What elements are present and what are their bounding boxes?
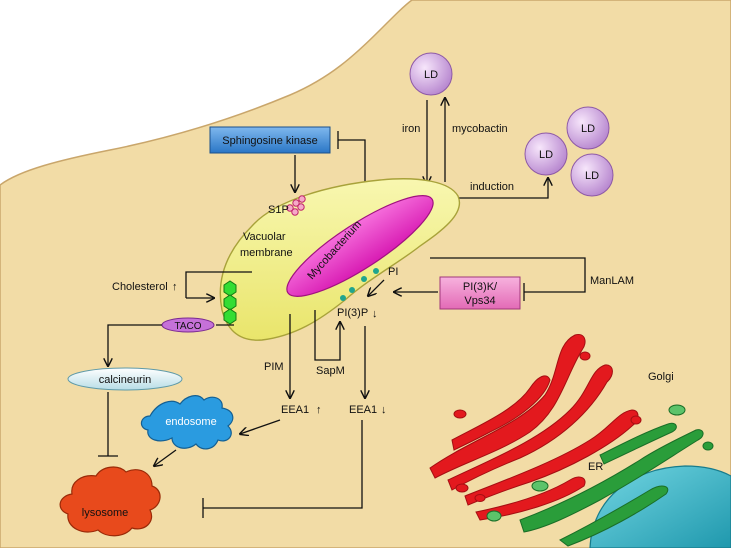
taco-label: TACO [174,321,201,332]
lipid-droplet-1: LD [566,106,610,150]
eea1-right-label: EEA1 [349,404,377,416]
er-label: ER [588,461,603,473]
manlam-label: ManLAM [590,275,634,287]
pi3k-label-line1: PI(3)K/ [463,281,498,293]
ld-top-label: LD [424,69,438,81]
pi3k-vps34-box: PI(3)K/ Vps34 [439,276,521,310]
pi-label: PI [388,266,398,278]
golgi-apparatus [429,333,642,521]
s1p-label: S1P [268,204,289,216]
eea1-left-up-arrow: ↑ [316,404,322,416]
pi-to-pi3p-arrow [368,279,385,296]
lipid-droplet-3: LD [570,153,614,197]
pim-label: PIM [264,361,284,373]
endosome-label: endosome [165,416,216,428]
lipid-droplet-top: LD [409,52,453,96]
pi3p-down-arrow: ↓ [372,308,378,320]
induction-arrow [432,178,548,199]
mycobacterium-cell [286,195,434,297]
sapm-label: SapM [316,365,345,377]
induction-label: induction [470,181,514,193]
cholesterol-up-arrow: ↑ [172,281,178,293]
lysosome-label: lysosome [82,507,128,519]
pi3p-label: PI(3)P [337,307,368,319]
lipid-droplet-2: LD [524,132,568,176]
manlam-inhibition-line [430,257,586,293]
taco-protein: TACO [161,317,215,333]
iron-label: iron [402,123,420,135]
ld-3-label: LD [585,170,599,182]
cholesterol-molecules [223,280,237,325]
pi3p-bead [349,287,355,293]
endosome-to-lysosome-arrow [154,449,177,466]
cholesterol-bracket [185,271,252,298]
ld-1-label: LD [581,123,595,135]
pi3p-bead-2 [340,295,346,301]
lysosome [59,466,161,537]
mycobactin-label: mycobactin [452,123,508,135]
calcineurin-box: calcineurin [67,367,183,391]
membrane-label: membrane [240,247,293,259]
eea1-right-down-arrow: ↓ [381,404,387,416]
vacuolar-label: Vacuolar [243,231,286,243]
cholesterol-label: Cholesterol [112,281,168,293]
s1p-molecules [286,195,306,216]
golgi-label: Golgi [648,371,674,383]
eea1-to-endosome-arrow [240,419,281,434]
eea1-to-lysosome-inhibition-line [203,420,363,509]
sapm-arrow [314,310,340,361]
ld-2-label: LD [539,149,553,161]
calcineurin-label: calcineurin [99,374,152,386]
sphingosine-kinase-box: Sphingosine kinase [209,126,331,154]
sphingosine-kinase-label: Sphingosine kinase [222,135,317,147]
pi3k-label-line2: Vps34 [464,295,495,307]
pi-bead-2 [361,276,367,282]
pi-bead [373,268,379,274]
taco-to-calcineurin-arrow [108,324,162,366]
sphingosine-inhibition-line [338,139,366,192]
eea1-left-label: EEA1 [281,404,309,416]
endosome [140,395,234,450]
nucleus [589,465,731,548]
endoplasmic-reticulum [486,404,714,547]
